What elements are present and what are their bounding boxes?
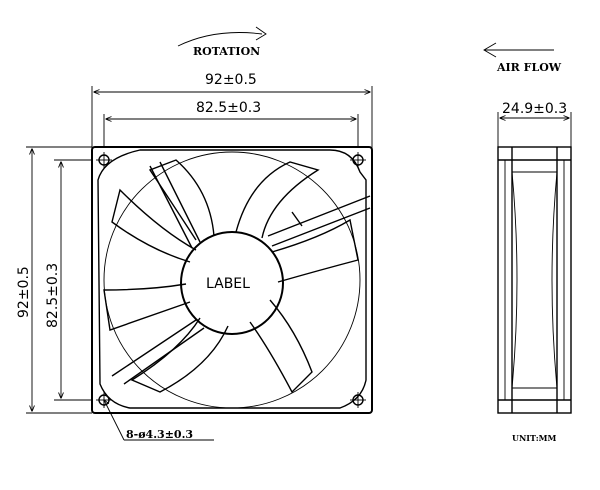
fan-label-text: LABEL	[206, 276, 250, 292]
unit-note: UNIT:MM	[512, 433, 557, 443]
air-flow-arrow	[483, 42, 497, 58]
fan-front-view: LABEL	[91, 146, 373, 414]
fan-blades	[103, 159, 359, 394]
hole-spacing-width-dimension: 82.5±0.3	[196, 100, 261, 116]
fan-blade	[111, 188, 197, 263]
side-view-outline	[497, 146, 572, 414]
top-dimensions: 92±0.5 82.5±0.3	[91, 72, 373, 148]
depth-dimension-value: 24.9±0.3	[502, 101, 567, 117]
left-dimensions: 92±0.5 82.5±0.3	[16, 146, 92, 414]
mounting-hole-dimension: 8-ø4.3±0.3	[126, 428, 193, 441]
air-flow-indicator: AIR FLOW	[483, 42, 562, 74]
fan-blade	[271, 218, 359, 283]
rotation-arrow	[177, 32, 263, 47]
fan-blade	[103, 283, 191, 331]
overall-width-dimension: 92±0.5	[205, 72, 257, 88]
fan-blade	[249, 299, 313, 394]
fan-blade	[130, 317, 229, 393]
overall-height-dimension: 92±0.5	[16, 266, 32, 318]
fan-outer-frame	[91, 146, 373, 414]
air-flow-label: AIR FLOW	[496, 61, 562, 74]
rotation-indicator: ROTATION	[177, 26, 267, 58]
fan-hub	[180, 231, 284, 335]
fan-venturi	[103, 151, 361, 409]
fan-side-view: UNIT:MM	[497, 146, 572, 443]
rotation-label: ROTATION	[193, 45, 260, 58]
hole-spacing-height-dimension: 82.5±0.3	[45, 263, 61, 328]
mounting-hole-callout: 8-ø4.3±0.3	[104, 400, 214, 441]
fan-blade	[148, 159, 215, 241]
fan-blade	[235, 161, 320, 239]
fan-struts	[111, 161, 371, 385]
depth-dimension: 24.9±0.3	[497, 101, 572, 150]
